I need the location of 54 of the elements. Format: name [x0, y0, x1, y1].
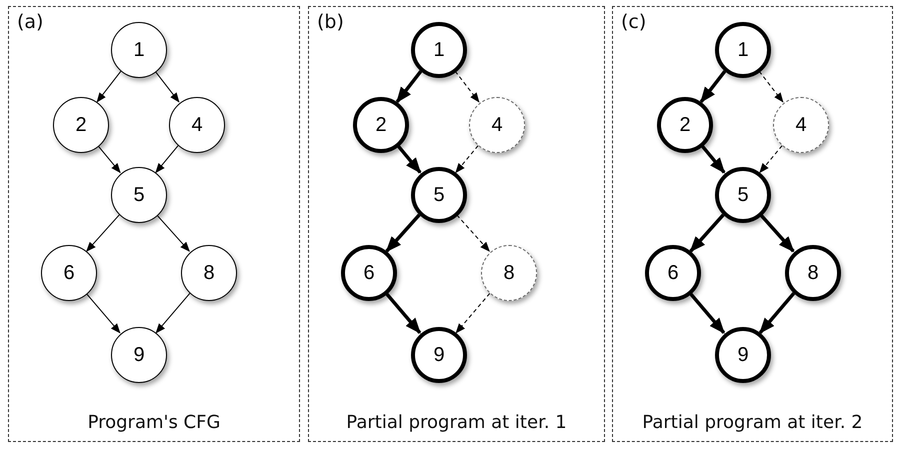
graph-node-circle: 2 [657, 97, 713, 153]
graph-node-circle: 6 [645, 245, 701, 301]
graph-node-circle: 1 [715, 22, 771, 78]
panel-frame [612, 6, 893, 442]
arrow [86, 292, 120, 334]
graph-node-circle: 8 [181, 245, 237, 301]
graph-node-circle: 4 [469, 97, 525, 153]
panel-caption: Program's CFG [86, 412, 222, 433]
panel-caption: Partial program at iter. 1 [345, 412, 568, 433]
graph-node-circle: 9 [411, 327, 467, 383]
graph-node-circle: 5 [111, 167, 167, 223]
arrow [156, 292, 190, 334]
arrow [384, 292, 422, 334]
arrow [396, 144, 422, 174]
arrow [154, 70, 180, 103]
panel-frame [8, 6, 300, 442]
graph-node-circle: 5 [715, 167, 771, 223]
arrow [454, 70, 480, 103]
arrow [156, 214, 190, 252]
panel-label: (b) [317, 11, 344, 33]
panel-caption: Partial program at iter. 2 [641, 412, 864, 433]
arrow [97, 145, 121, 174]
arrow [455, 145, 479, 174]
graph-node-circle: 4 [169, 97, 225, 153]
graph-node-circle: 8 [785, 245, 841, 301]
graph-node-circle: 6 [341, 245, 397, 301]
arrow [759, 145, 783, 174]
arrow [700, 70, 726, 104]
graph-node-circle: 1 [111, 22, 167, 78]
arrow [456, 292, 490, 334]
arrow [385, 214, 421, 252]
graph-node-circle: 9 [111, 327, 167, 383]
arrow [155, 145, 179, 174]
graph-node-circle: 6 [41, 245, 97, 301]
arrow [758, 70, 784, 103]
panel-label: (a) [17, 11, 44, 33]
panel-frame [308, 6, 605, 442]
arrow [96, 70, 122, 103]
arrow [396, 70, 422, 104]
arrow [86, 214, 120, 252]
graph-node-circle: 2 [353, 97, 409, 153]
arrow [700, 144, 726, 174]
arrow [456, 214, 490, 252]
arrow [758, 292, 796, 334]
graph-node-circle: 8 [481, 245, 537, 301]
graph-node-circle: 1 [411, 22, 467, 78]
arrow [688, 292, 726, 334]
arrow [689, 214, 725, 252]
graph-node-circle: 5 [411, 167, 467, 223]
graph-node-circle: 2 [53, 97, 109, 153]
graph-node-circle: 9 [715, 327, 771, 383]
panel-label: (c) [621, 11, 646, 33]
graph-node-circle: 4 [773, 97, 829, 153]
arrow [759, 214, 795, 252]
